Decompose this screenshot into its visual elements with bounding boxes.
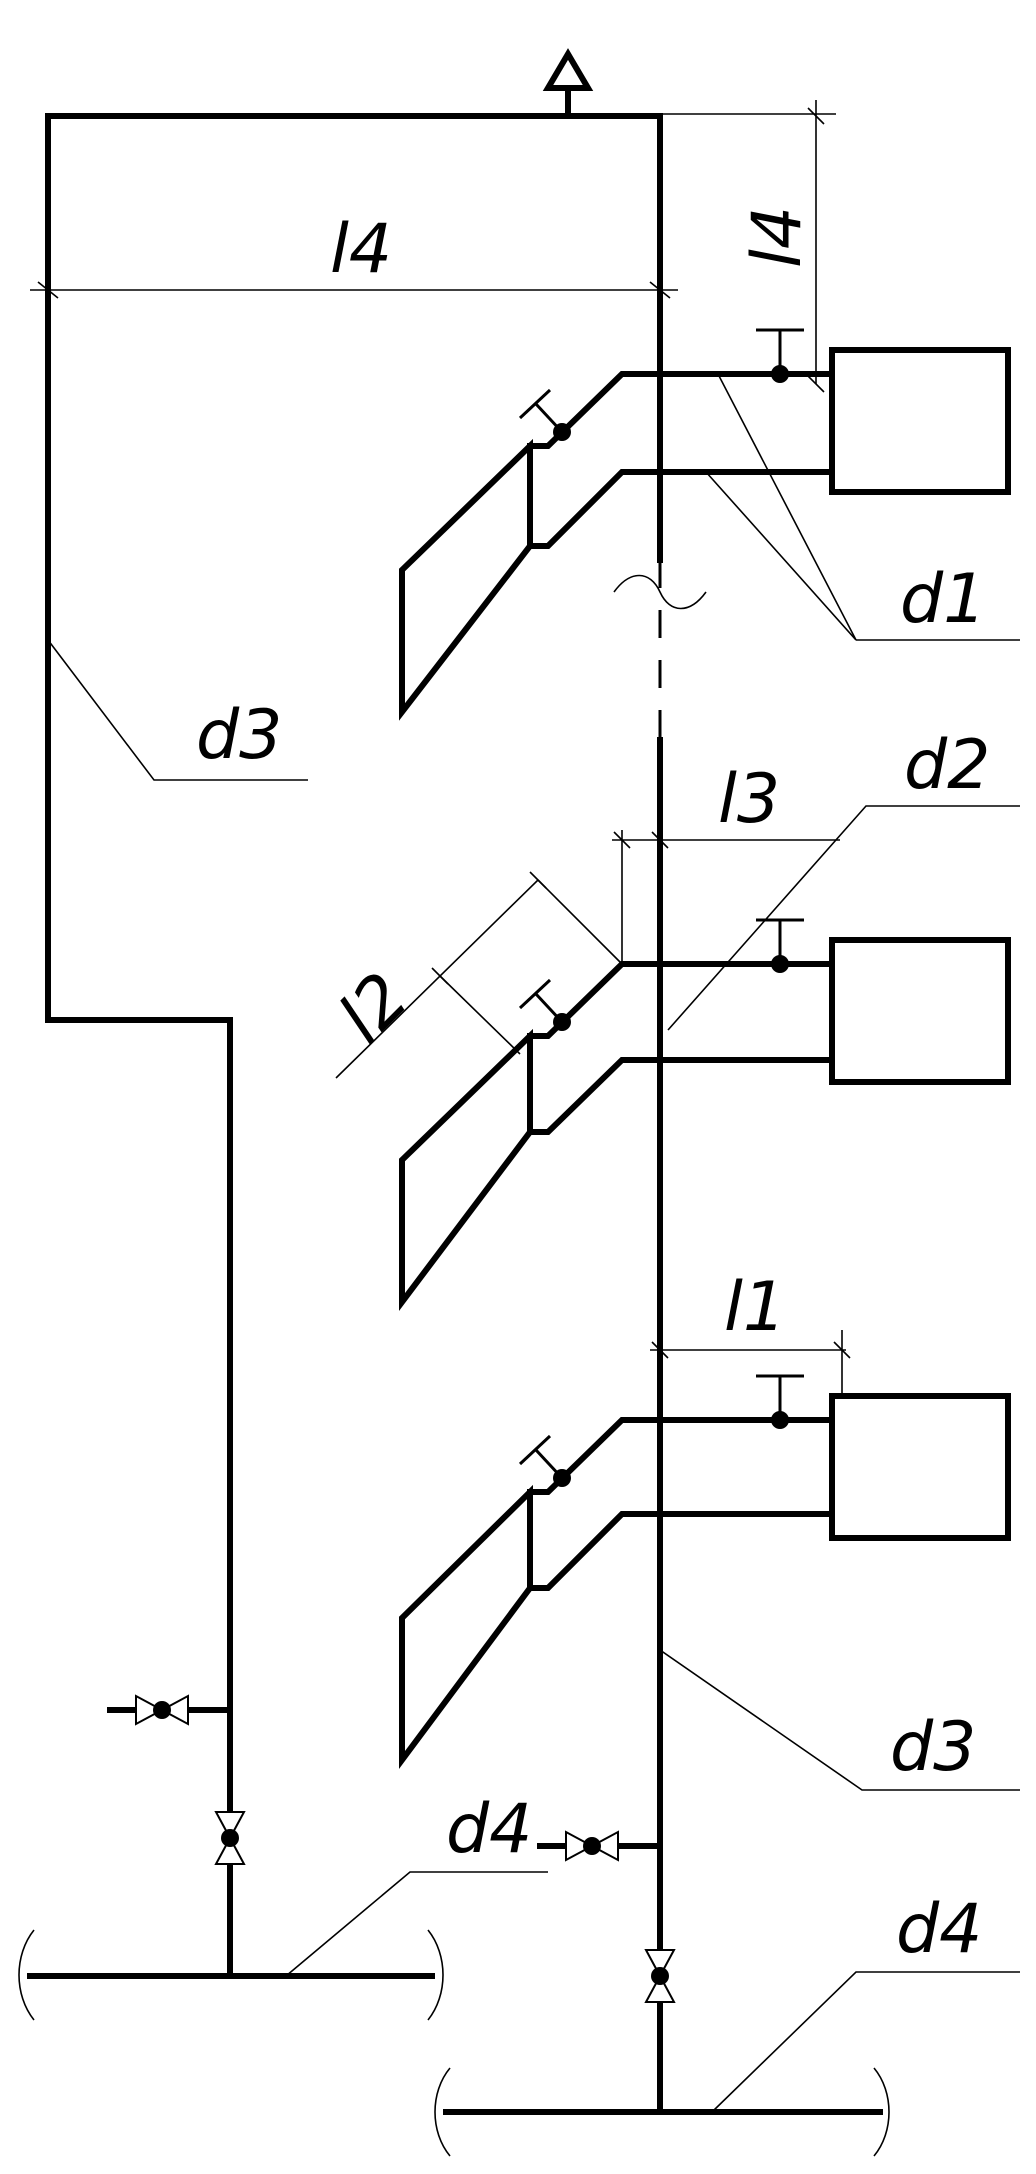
label-d4-left: d4 [446,1790,532,1869]
dimension-l4-vertical [662,100,836,393]
break-mark [613,574,707,610]
label-l3: l3 [718,760,780,839]
air-vent-icon [542,48,594,119]
leader-d4-right [711,1971,1020,2113]
dimension-l2 [335,871,623,1079]
floor-3-branch [399,1374,1011,1770]
shutoff-valve-left-icon [214,1811,246,1865]
bottom-main-left [18,1929,444,2021]
label-d2: d2 [904,726,990,805]
label-l4-vertical: l4 [738,206,817,268]
drain-valve-left-icon [107,1694,233,1726]
label-d3-left: d3 [196,696,282,775]
label-l1: l1 [724,1268,786,1347]
bottom-main-right [434,2067,890,2157]
drain-valve-right-icon [537,1830,663,1862]
dimension-l4-horizontal [30,281,678,299]
floor-1-branch [399,328,1011,721]
label-l4-horizontal: l4 [330,210,392,289]
label-l2: l2 [324,958,424,1058]
label-d4-right: d4 [896,1890,982,1969]
shutoff-valve-right-icon [644,1949,676,2003]
leader-d1 [705,373,1020,641]
leader-d3-right [659,1649,1020,1791]
dimension-l1 [650,1330,851,1396]
dimension-l3 [612,830,840,964]
label-d3-right: d3 [890,1708,976,1787]
leader-d3-left [47,639,308,781]
leader-d4-left [285,1871,548,1977]
leader-d2 [667,805,1020,1031]
label-d1: d1 [900,560,986,639]
floor-2-branch [399,918,1011,1311]
main-pipe-loop [45,113,663,1979]
